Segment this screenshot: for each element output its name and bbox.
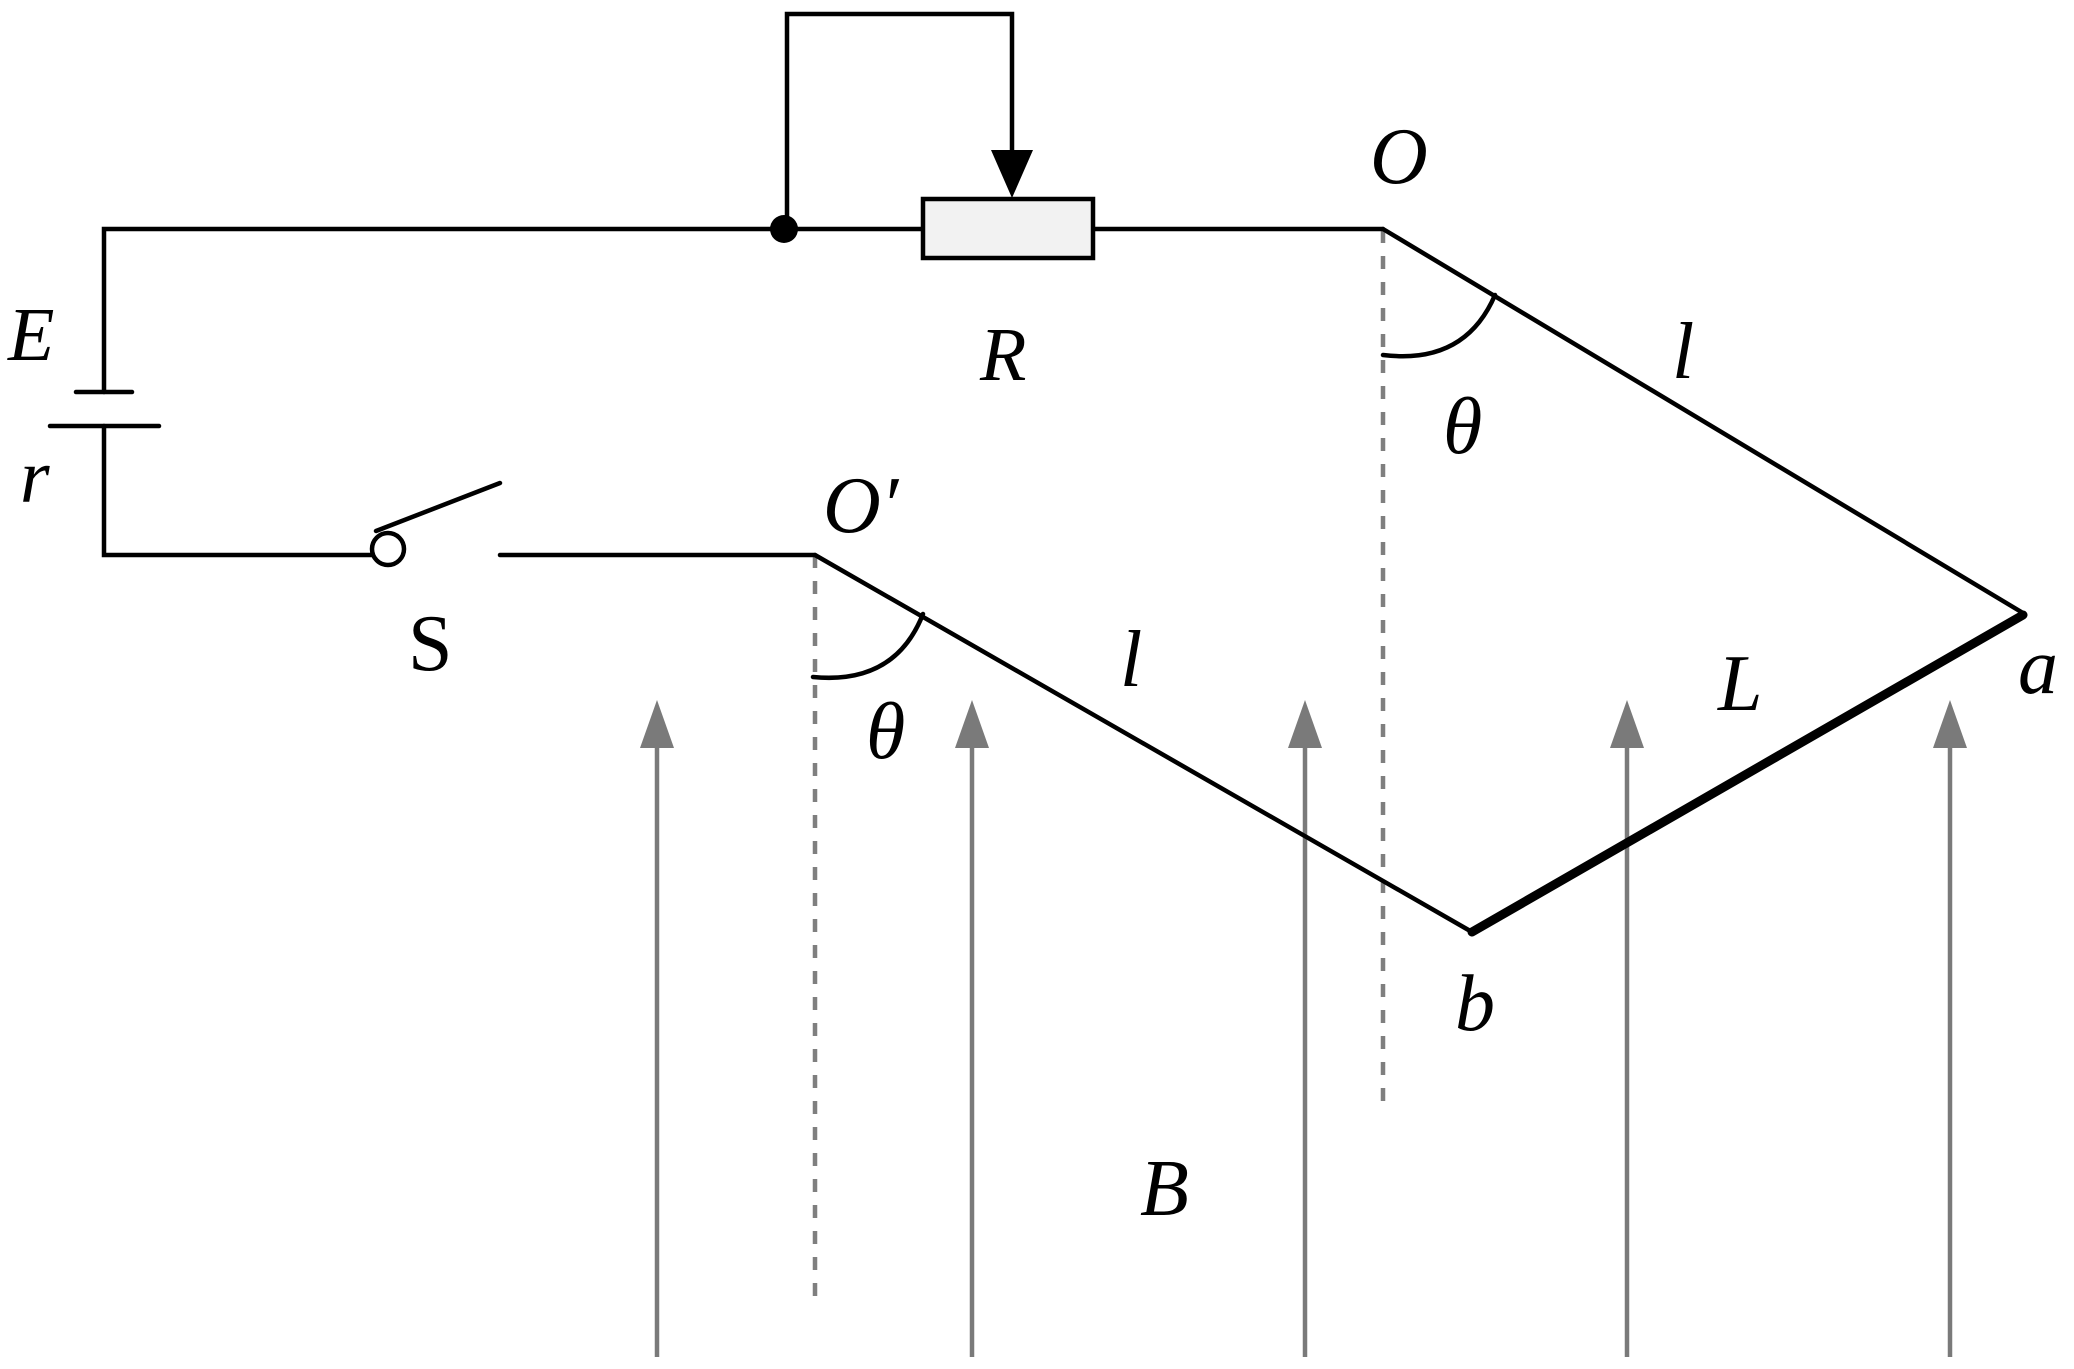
field-line	[1610, 700, 1644, 1357]
point-b-label: b	[1455, 960, 1495, 1048]
angle-top-label: θ	[1443, 383, 1482, 471]
resistor-label: R	[979, 313, 1026, 397]
conducting-rod-ab	[1467, 610, 2028, 937]
suspension-wire-bottom	[812, 552, 1475, 935]
top-circuit-wire	[101, 226, 1386, 395]
field-label: B	[1140, 1145, 1189, 1233]
field-line	[1933, 700, 1967, 1357]
wire-length-bottom-label: l	[1120, 616, 1142, 704]
battery-source	[47, 389, 375, 558]
angle-arc-bottom	[810, 611, 926, 681]
resistor-r	[920, 196, 1096, 261]
point-a-label: a	[2018, 623, 2058, 711]
rod-length-label: L	[1717, 640, 1763, 728]
junction-dot	[770, 215, 798, 243]
pivot-bottom-label: O′	[823, 462, 900, 550]
emf-label: E	[7, 293, 54, 377]
wire-length-top-label: l	[1672, 308, 1694, 396]
pivot-top-label: O	[1370, 113, 1428, 201]
field-line	[955, 700, 989, 1357]
suspension-wire-top	[1380, 226, 2026, 616]
field-line	[1288, 700, 1322, 1357]
slider-arrow-icon	[991, 150, 1033, 198]
rheostat-slider	[784, 11, 1033, 232]
switch-label: S	[408, 600, 453, 688]
angle-bottom-label: θ	[866, 688, 905, 776]
field-line	[640, 700, 674, 1357]
internal-resistance-label: r	[20, 435, 50, 519]
switch-s	[369, 480, 818, 568]
magnetic-field-lines	[640, 700, 1967, 1357]
angle-arc-top	[1380, 292, 1498, 359]
